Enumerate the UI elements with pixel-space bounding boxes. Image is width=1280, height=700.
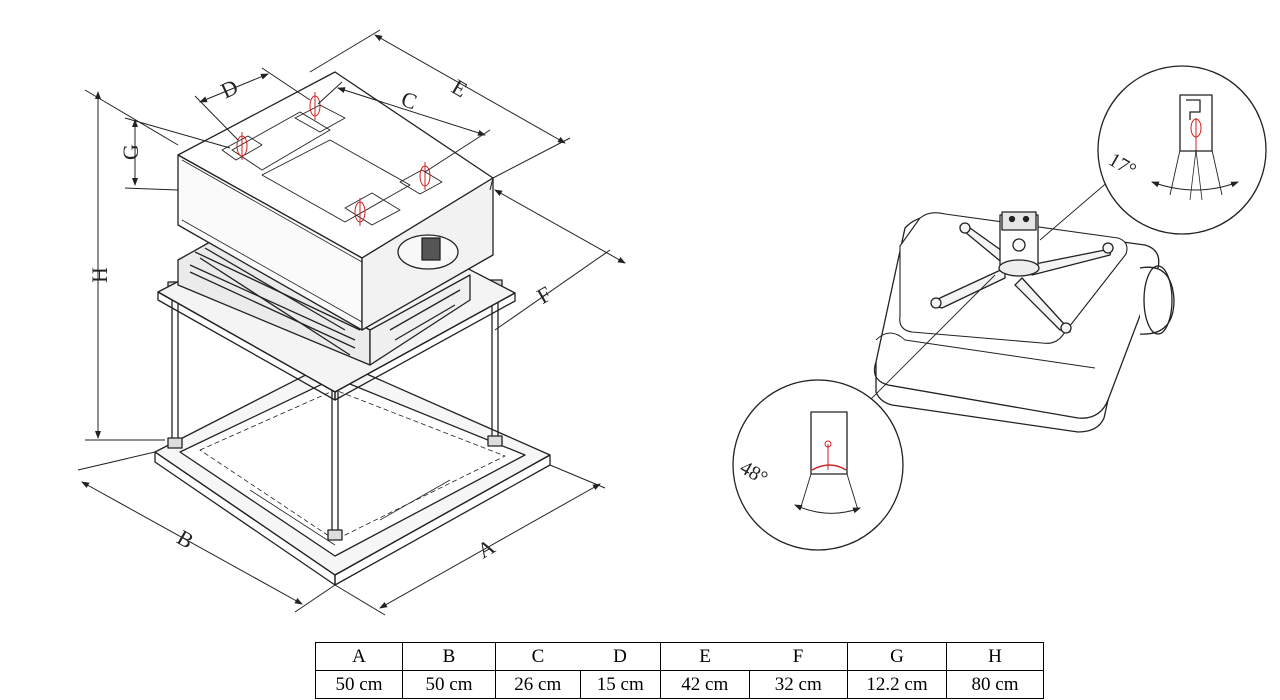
projector-mount xyxy=(732,65,1267,551)
spec-value-d: 15 cm xyxy=(579,670,661,699)
spec-value-b: 50 cm xyxy=(402,670,496,699)
swivel-detail xyxy=(732,379,904,551)
spec-header-g: G xyxy=(847,642,947,671)
dim-label-a: A xyxy=(473,534,499,564)
scissor-mechanism xyxy=(177,241,471,366)
base-frame xyxy=(154,359,551,586)
dim-label-d: D xyxy=(217,74,242,103)
spec-table-value-row: 50 cm 50 cm 26 cm 15 cm 42 cm 32 cm 12.2… xyxy=(315,670,1044,699)
spec-header-c: C xyxy=(495,642,580,671)
motor-housing xyxy=(177,71,494,331)
dim-label-h: H xyxy=(87,267,112,283)
spec-header-b: B xyxy=(402,642,496,671)
dim-label-c: C xyxy=(398,86,420,115)
spider-bracket xyxy=(930,211,1114,334)
spec-header-e: E xyxy=(660,642,749,671)
spec-value-h: 80 cm xyxy=(946,670,1044,699)
spec-header-d: D xyxy=(580,642,661,671)
lift-assembly xyxy=(154,71,551,586)
tilt-detail xyxy=(1097,65,1267,235)
dimension-lines xyxy=(77,29,626,616)
spec-header-h: H xyxy=(946,642,1044,671)
spec-value-f: 32 cm xyxy=(748,670,848,699)
dim-label-b: B xyxy=(173,525,198,554)
spec-table: A B C D E F G H 50 cm 50 cm 26 cm 15 cm … xyxy=(315,642,1044,699)
spec-header-a: A xyxy=(315,642,403,671)
mounting-holes xyxy=(236,92,431,226)
dim-label-g: G xyxy=(118,144,143,160)
technical-drawing: H G B A F E C D xyxy=(77,29,1267,616)
spec-value-e: 42 cm xyxy=(660,670,750,699)
dim-label-f: F xyxy=(532,281,555,309)
spec-header-f: F xyxy=(749,642,848,671)
spec-value-a: 50 cm xyxy=(315,670,403,699)
spec-value-g: 12.2 cm xyxy=(847,670,947,699)
spec-value-c: 26 cm xyxy=(495,670,581,699)
spec-table-header-row: A B C D E F G H xyxy=(315,642,1044,671)
